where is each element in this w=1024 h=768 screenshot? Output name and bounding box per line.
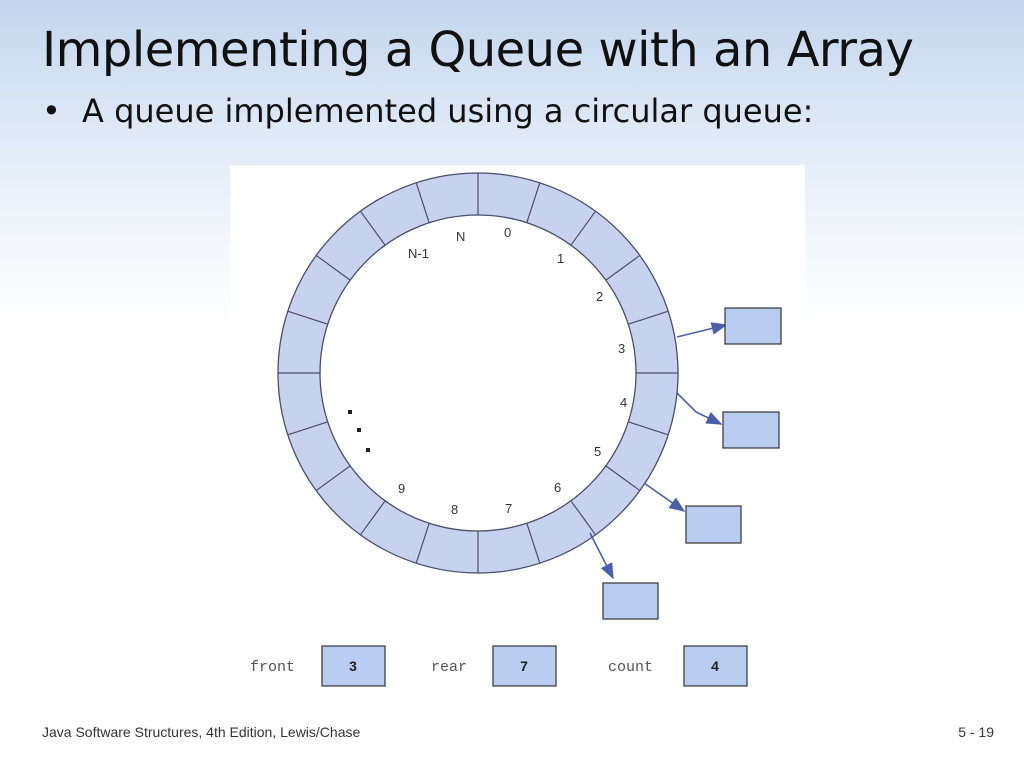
queue-element-box	[602, 582, 659, 620]
index-label: N	[456, 229, 465, 244]
queue-element-box	[685, 505, 742, 544]
slide-number: 5 - 19	[958, 724, 994, 740]
queue-variables: front 3 rear 7 count 4	[250, 645, 748, 687]
index-label: N-1	[408, 246, 429, 261]
element-pointer-arrow	[643, 482, 686, 512]
queue-element-box	[724, 307, 782, 345]
circular-queue-diagram: N 0N-1 1 2 3 4 5 6 7 8 9 front 3 rear 7 count 4	[250, 172, 782, 687]
footer-citation: Java Software Structures, 4th Edition, L…	[42, 724, 361, 740]
ring-inner-edge	[319, 214, 637, 532]
array-cell-divider	[359, 210, 386, 246]
bullet-item: • A queue implemented using a circular qu…	[42, 92, 813, 130]
variable-box	[321, 645, 386, 687]
array-cell-divider	[287, 421, 328, 436]
variable-value: 3	[349, 658, 357, 674]
index-label: 8	[451, 502, 458, 517]
array-cell-divider	[628, 421, 669, 436]
bullet-text: A queue implemented using a circular que…	[82, 92, 814, 130]
array-cell-divider	[315, 254, 351, 281]
index-label: 4	[620, 395, 627, 410]
index-labels: N 0N-1 1 2 3 4 5 6 7 8 9	[398, 225, 627, 517]
array-cell-divider	[359, 500, 386, 536]
array-cell-divider	[570, 500, 597, 536]
queue-element-box	[722, 411, 780, 449]
array-cell-divider	[605, 254, 641, 281]
ellipsis-dot	[348, 410, 352, 414]
array-cell-divider	[415, 182, 430, 223]
variable-box	[492, 645, 557, 687]
index-label: 7	[505, 501, 512, 516]
element-pointer-arrow	[589, 532, 614, 580]
variable-name: count	[608, 659, 653, 676]
bullet-dot-icon: •	[42, 92, 61, 130]
index-label: 3	[618, 341, 625, 356]
index-label: 5	[594, 444, 601, 459]
element-pointers	[589, 307, 782, 620]
variable-name: front	[250, 659, 295, 676]
index-label: 9	[398, 481, 405, 496]
index-label: 6	[554, 480, 561, 495]
array-cell-divider	[628, 310, 669, 325]
index-label: 0	[504, 225, 511, 240]
index-label: 2	[596, 289, 603, 304]
slide-title: Implementing a Queue with an Array	[42, 22, 914, 78]
variable-value: 7	[520, 658, 528, 674]
ellipsis-dot	[357, 428, 361, 432]
array-cell-divider	[415, 523, 430, 564]
array-cell-divider	[287, 310, 328, 325]
array-cell-divider	[605, 465, 641, 492]
element-pointer-arrow	[676, 392, 723, 425]
array-cell-divider	[526, 182, 541, 223]
element-pointer-arrow	[676, 322, 728, 338]
variable-box	[683, 645, 748, 687]
array-cell-divider	[315, 465, 351, 492]
variable-value: 4	[711, 658, 719, 674]
ellipsis-dot	[366, 448, 370, 452]
array-cell-divider	[526, 523, 541, 564]
ring-band	[278, 173, 678, 573]
array-ring	[277, 172, 679, 574]
ellipsis-dots	[348, 410, 370, 452]
variable-name: rear	[431, 659, 467, 676]
array-cell-divider	[570, 210, 597, 246]
index-label: 1	[557, 251, 564, 266]
